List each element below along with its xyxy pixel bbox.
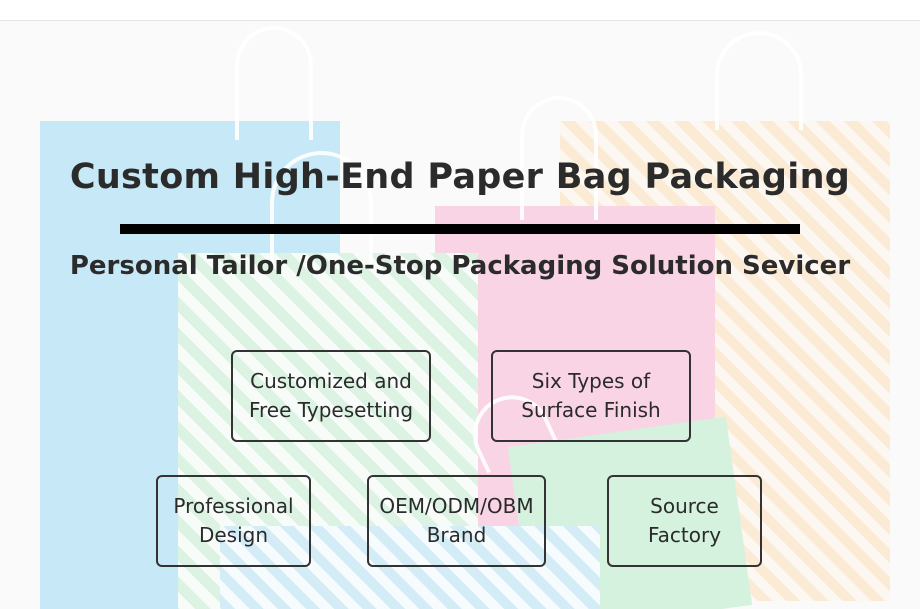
feature-line: Free Typesetting: [248, 398, 414, 422]
banner-title: Custom High-End Paper Bag Packaging: [69, 157, 851, 197]
feature-line: Factory: [647, 523, 722, 547]
feature-line: Professional: [173, 494, 294, 518]
title-divider: [120, 224, 800, 234]
page-top-strip: [0, 0, 920, 21]
feature-line: Source: [650, 494, 719, 518]
feature-box-source-factory: Source Factory: [607, 475, 762, 567]
feature-line: Design: [198, 523, 269, 547]
feature-line: Surface Finish: [521, 398, 661, 422]
feature-box-professional-design: Professional Design: [156, 475, 311, 567]
feature-box-surface-finish: Six Types of Surface Finish: [491, 350, 691, 442]
feature-box-oem-brand: OEM/ODM/OBM Brand: [367, 475, 546, 567]
banner-subtitle: Personal Tailor /One-Stop Packaging Solu…: [69, 251, 851, 281]
feature-line: OEM/ODM/OBM: [379, 494, 534, 518]
feature-line: Customized and: [250, 369, 412, 393]
feature-line: Six Types of: [531, 369, 651, 393]
hero-banner: [0, 21, 920, 609]
feature-box-customized: Customized and Free Typesetting: [231, 350, 431, 442]
white-overlay: [0, 21, 920, 609]
feature-line: Brand: [426, 523, 487, 547]
